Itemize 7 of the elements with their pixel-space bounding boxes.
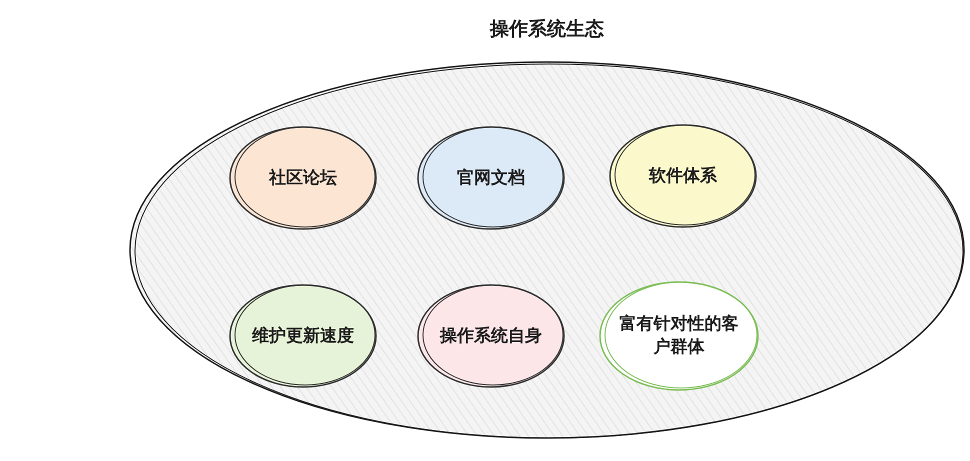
- topic-bubble: 富有针对性的客户群体: [598, 280, 760, 392]
- topic-bubble: 维护更新速度: [228, 283, 378, 389]
- topic-bubble: 操作系统自身: [416, 283, 566, 389]
- topic-bubble: 官网文档: [416, 125, 566, 231]
- group-heading: 操作系统生态: [488, 17, 605, 42]
- topic-bubble: 社区论坛: [228, 125, 378, 231]
- topic-bubble: 软件体系: [608, 123, 758, 229]
